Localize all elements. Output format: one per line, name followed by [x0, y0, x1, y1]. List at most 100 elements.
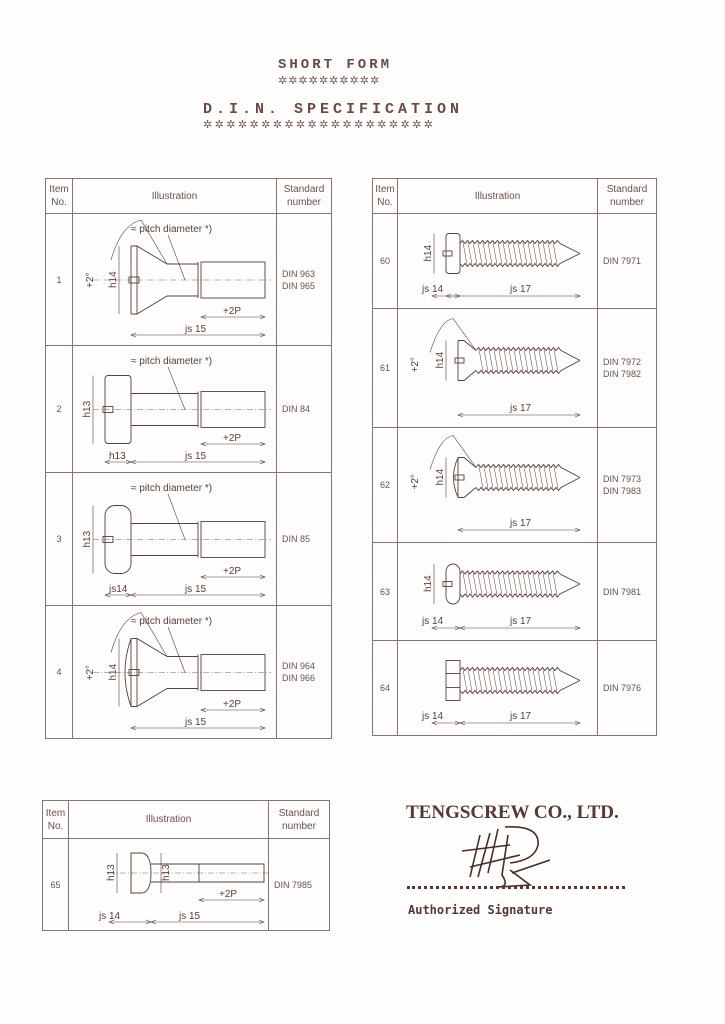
- thread-line: [543, 348, 549, 372]
- dimension-arrow: [200, 707, 266, 712]
- thread-line: [513, 465, 519, 489]
- dimension-arrow: [130, 725, 266, 730]
- table-header-row: Item No. Illustration Standard number: [372, 178, 657, 214]
- head-dimension-label: js 14: [421, 284, 444, 295]
- angle-arc: [110, 611, 168, 657]
- standard-number: DIN 7973: [603, 474, 642, 484]
- thread-line: [502, 241, 508, 265]
- pitch-leader: [167, 234, 186, 280]
- thread-line: [537, 572, 543, 595]
- length-label: js 17: [509, 403, 532, 414]
- dimension-arrow: [200, 574, 266, 579]
- thread-line: [497, 668, 503, 692]
- dimension-arrow: [457, 412, 581, 417]
- dimension-arrow: [130, 459, 266, 464]
- slot: [454, 474, 465, 480]
- thread-line: [478, 465, 484, 489]
- thread-line: [542, 668, 548, 692]
- thread-line: [487, 668, 493, 692]
- thread-line: [552, 572, 558, 595]
- thread-line: [537, 668, 543, 692]
- thread-line: [478, 348, 484, 372]
- thread-line: [498, 465, 504, 489]
- thread-line: [488, 465, 494, 489]
- thread-line: [522, 241, 528, 265]
- head-dimension-label: js 14: [98, 911, 121, 922]
- thread-line: [532, 668, 538, 692]
- standard-number: DIN 7982: [603, 369, 642, 379]
- thread-line: [553, 348, 559, 372]
- thread-line: [482, 668, 488, 692]
- dimension-arrow: [459, 720, 581, 725]
- angle-arc: [429, 317, 477, 353]
- thread-line: [492, 572, 498, 595]
- slot: [442, 580, 453, 587]
- thread-line: [503, 348, 509, 372]
- col-standard-number: Standard number: [276, 178, 332, 214]
- col-item-no: Item No.: [372, 178, 398, 214]
- head-dimension-label: js 14: [421, 616, 444, 627]
- dimension-arrow: [200, 314, 266, 319]
- thread-line: [528, 348, 534, 372]
- head-height-label: h14: [435, 351, 446, 368]
- angle-label: +2°: [410, 474, 421, 489]
- thread-line: [533, 348, 539, 372]
- raised-head: [453, 456, 459, 498]
- length-label: js 17: [509, 518, 532, 529]
- col-item-no: Item No.: [42, 800, 69, 839]
- standard-number: DIN 963: [282, 268, 316, 279]
- dimension-arrow: [200, 441, 266, 446]
- pitch-leader: [167, 626, 186, 673]
- pitch-leader: [167, 366, 186, 410]
- standard-number: DIN 7976: [603, 683, 642, 693]
- thread-line: [538, 465, 544, 489]
- bottom-spec-table: Item No. Illustration Standard number 65…: [42, 800, 330, 931]
- dimension-arrow: [459, 625, 581, 630]
- head-dimension-label: h13: [109, 451, 126, 462]
- thread-line: [512, 668, 518, 692]
- standard-number: DIN 7983: [603, 486, 642, 496]
- thread-line: [553, 465, 559, 489]
- thread-line: [532, 572, 538, 595]
- dimension-arrow: [150, 919, 265, 924]
- title-underline-stars: ✲✲✲✲✲✲✲✲✲✲✲✲✲✲✲✲✲✲✲✲: [203, 118, 436, 131]
- thread-line: [547, 241, 553, 265]
- angle-label: +2°: [410, 357, 421, 372]
- head-height-label: h14: [423, 244, 434, 261]
- standard-number: DIN 7972: [603, 357, 642, 367]
- thread-line: [467, 668, 473, 692]
- thread-line: [502, 668, 508, 692]
- screw-head: [130, 245, 168, 314]
- length-label: js 15: [184, 584, 207, 595]
- thread-line: [523, 465, 529, 489]
- thread-line: [532, 241, 538, 265]
- dimension-arrow: [445, 293, 581, 298]
- standard-number: DIN 965: [282, 280, 316, 291]
- title-underline-stars: ✲✲✲✲✲✲✲✲✲✲: [278, 74, 381, 87]
- thread-line: [517, 668, 523, 692]
- item-number: 2: [45, 345, 73, 473]
- col-illustration: Illustration: [72, 178, 277, 214]
- item-number: 3: [45, 472, 73, 606]
- item-number: 61: [372, 308, 398, 428]
- thread-bottom: [475, 476, 581, 491]
- thread-line: [483, 465, 489, 489]
- thread-line: [548, 465, 554, 489]
- thread-line: [467, 241, 473, 265]
- head-height-label: h13: [82, 400, 93, 417]
- screw-head: [130, 637, 168, 707]
- illustration-cell: +2° h14 js 17: [397, 308, 598, 428]
- pitch-leader: [167, 493, 186, 540]
- head-height-label: h13: [161, 863, 172, 880]
- thread-line: [502, 572, 508, 595]
- thread-line: [522, 572, 528, 595]
